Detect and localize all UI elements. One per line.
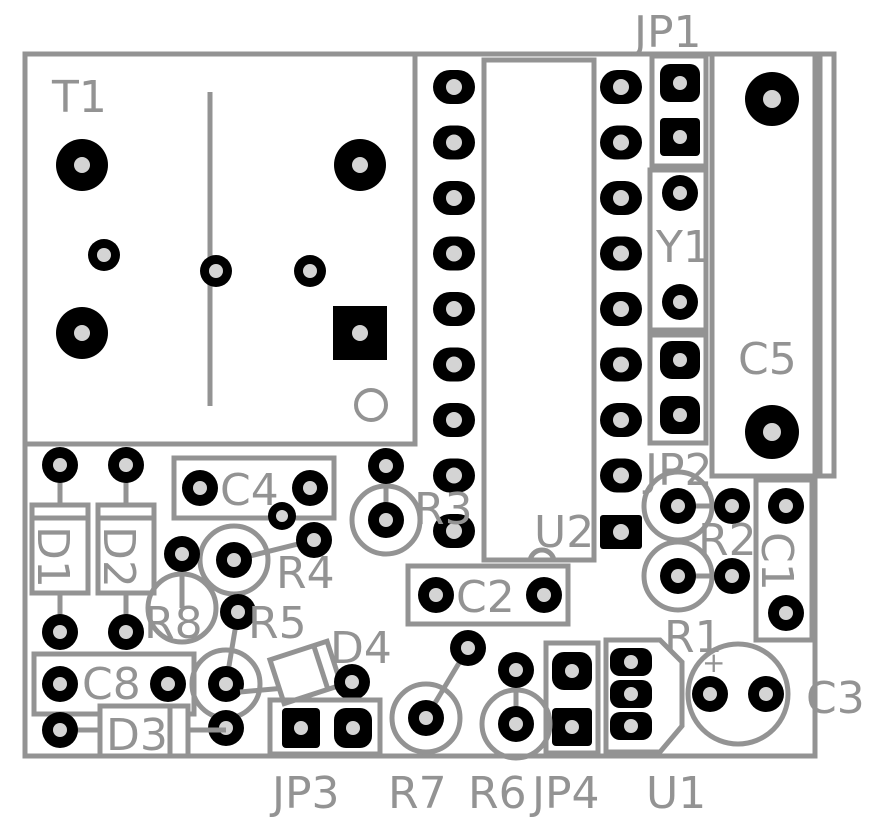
capacitor-c3: + C3 [685, 641, 865, 747]
label-c4: C4 [220, 465, 279, 516]
u2-pad [433, 514, 475, 548]
u2-pad [600, 403, 642, 437]
label-r5: R5 [248, 598, 307, 649]
diode-d1: D1 [27, 447, 91, 650]
label-c3: C3 [806, 673, 865, 724]
label-r3: R3 [414, 484, 473, 535]
label-d4: D4 [330, 623, 392, 674]
label-r6: R6 [468, 768, 527, 819]
u2-pad [433, 236, 475, 271]
diode-d2: D2 [93, 447, 157, 650]
ic-u2: U2 [433, 57, 642, 563]
diode-d3: D3 [42, 703, 226, 761]
crystal-y1: Y1 [647, 167, 711, 333]
capacitor-c1: C1 [751, 477, 815, 643]
label-jp4: JP4 [529, 768, 600, 819]
capacitor-c5: C5 [709, 51, 837, 479]
label-r8: R8 [144, 598, 203, 649]
label-jp1: JP1 [631, 7, 702, 58]
resistor-jp2: JP2 [641, 445, 750, 543]
label-u2: U2 [534, 507, 594, 558]
u2-pad [600, 125, 642, 160]
transformer-t1: T1 [22, 51, 418, 447]
label-jp3: JP3 [269, 768, 340, 819]
label-r2: R2 [698, 515, 757, 566]
capacitor-c4: C4 [171, 455, 337, 521]
diode-d4: D4 [239, 623, 392, 707]
u2-pad [433, 347, 475, 382]
label-t1: T1 [51, 72, 107, 123]
u2-pad [433, 181, 475, 215]
capacitor-c2: C2 [405, 563, 571, 627]
u2-pad [600, 292, 642, 326]
jumper-jp4: JP4 [529, 640, 601, 819]
resistor-r4: R4 [197, 502, 335, 599]
u2-pad [433, 125, 475, 160]
resistor-r3: R3 [349, 448, 473, 557]
label-c5: C5 [738, 334, 797, 385]
label-plus: + [702, 646, 725, 679]
u2-pad [600, 236, 642, 271]
jumper-small-right [647, 332, 709, 446]
label-c2: C2 [456, 572, 515, 623]
label-d3: D3 [106, 710, 168, 761]
u2-pad [600, 458, 642, 493]
u2-pad [600, 70, 642, 104]
label-y1: Y1 [655, 222, 711, 273]
u2-pad [433, 458, 475, 493]
label-d2: D2 [93, 526, 144, 588]
u2-pad [433, 70, 475, 104]
regulator-u1: U1 [603, 637, 706, 819]
resistor-r6: R6 [468, 652, 553, 819]
resistor-r8: R8 [144, 536, 219, 649]
label-c8: C8 [82, 659, 141, 710]
u2-pad [600, 181, 642, 215]
jumper-jp1: JP1 [631, 7, 709, 169]
label-u1: U1 [646, 768, 706, 819]
u2-pad [433, 292, 475, 326]
jumper-jp3: JP3 [267, 697, 383, 819]
label-jp2: JP2 [642, 445, 713, 496]
label-c1: C1 [751, 532, 802, 591]
label-d1: D1 [27, 526, 78, 588]
resistor-r7: R7 [388, 630, 486, 819]
label-r4: R4 [276, 548, 335, 599]
u2-pad [600, 347, 642, 382]
label-r7: R7 [388, 768, 447, 819]
u2-pad [433, 403, 475, 437]
